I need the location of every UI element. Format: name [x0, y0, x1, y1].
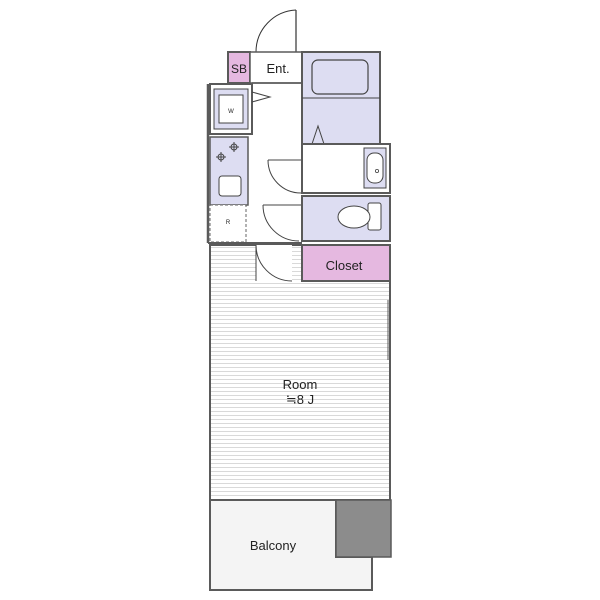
toilet-bowl	[337, 205, 371, 229]
washroom	[301, 143, 391, 194]
balcony-label: Balcony	[250, 538, 297, 553]
shoe-box-label: SB	[231, 62, 247, 76]
outdoor-unit-block	[335, 499, 392, 558]
gas-stove-icon	[216, 142, 239, 162]
entrance-door[interactable]	[255, 9, 297, 53]
room-size-label: ≒8 J	[286, 392, 314, 407]
fridge-space	[209, 204, 247, 243]
toilet-room	[301, 195, 391, 242]
kitchen: W R	[209, 83, 253, 243]
bathroom-door[interactable]	[311, 124, 325, 145]
wash-basin	[366, 152, 384, 184]
entrance-label: Ent.	[266, 61, 289, 76]
main-room	[209, 244, 391, 501]
washer-label: W	[228, 109, 234, 115]
toilet-door[interactable]	[262, 204, 301, 242]
kitchen-sink	[218, 175, 242, 197]
bathtub	[311, 59, 369, 95]
svg-text:Closet: Closet	[326, 258, 363, 273]
entrance-area	[249, 51, 303, 84]
room-door[interactable]	[255, 244, 293, 282]
washroom-door[interactable]	[267, 159, 302, 194]
room-label: Room	[283, 377, 318, 392]
fridge-label: R	[226, 220, 231, 226]
corridor-door-mark	[251, 91, 272, 103]
bathroom	[301, 51, 381, 145]
